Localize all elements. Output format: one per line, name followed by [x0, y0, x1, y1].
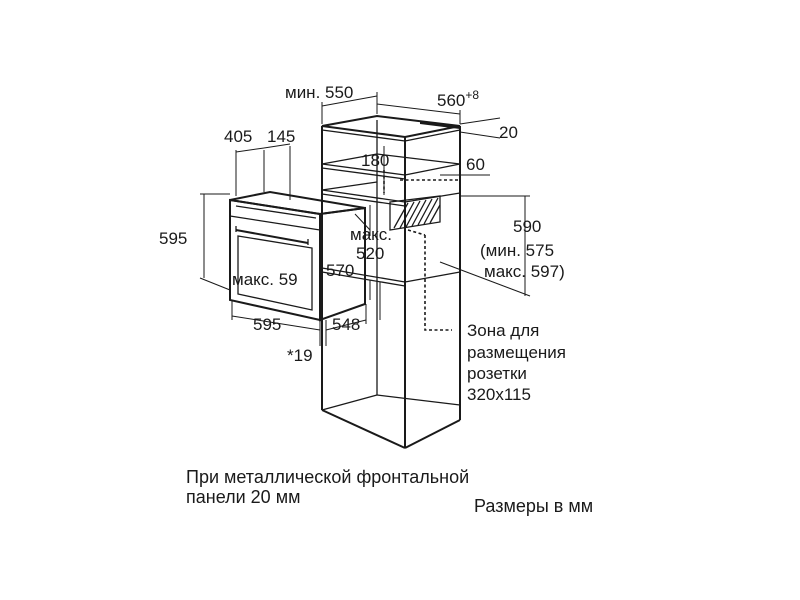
dim-570: 570	[326, 261, 354, 280]
oven	[229, 190, 366, 322]
socket-zone-outline	[383, 170, 461, 331]
metal-panel-note-line-1: При металлической фронтальной	[186, 467, 469, 487]
dim-20: 20	[499, 123, 518, 142]
socket-zone-line-2: размещения	[467, 343, 566, 362]
socket-zone-line-1: Зона для	[467, 321, 539, 340]
cabinet-niche	[321, 114, 461, 449]
dim-548: 548	[332, 315, 360, 334]
dim-595-width: 595	[253, 315, 281, 334]
ventilation-grill	[389, 195, 441, 231]
dim-min-575: (мин. 575	[480, 241, 554, 260]
dimension-lines	[199, 92, 531, 346]
dim-star-19: *19	[287, 346, 313, 365]
dim-180: 180	[361, 151, 389, 170]
metal-panel-note-line-2: панели 20 мм	[186, 487, 300, 507]
dim-max-59: макс. 59	[232, 270, 298, 289]
dim-max-label: макс.	[350, 225, 392, 244]
dim-590: 590	[513, 217, 541, 236]
dim-max-520: 520	[356, 244, 384, 263]
dim-560: 560+8	[437, 88, 479, 110]
dim-max-597: макс. 597)	[484, 262, 565, 281]
dim-405: 405	[224, 127, 252, 146]
units-note: Размеры в мм	[474, 496, 593, 516]
socket-zone-label: Зона для размещения розетки 320x115	[467, 321, 566, 404]
dim-145: 145	[267, 127, 295, 146]
dim-595-height: 595	[159, 229, 187, 248]
dim-560-tolerance: +8	[465, 88, 479, 102]
dim-min-550: мин. 550	[285, 83, 353, 102]
dim-60: 60	[466, 155, 485, 174]
panel-thickness-marker	[376, 115, 461, 129]
socket-zone-line-4: 320x115	[467, 385, 531, 404]
socket-zone-line-3: розетки	[467, 364, 527, 383]
